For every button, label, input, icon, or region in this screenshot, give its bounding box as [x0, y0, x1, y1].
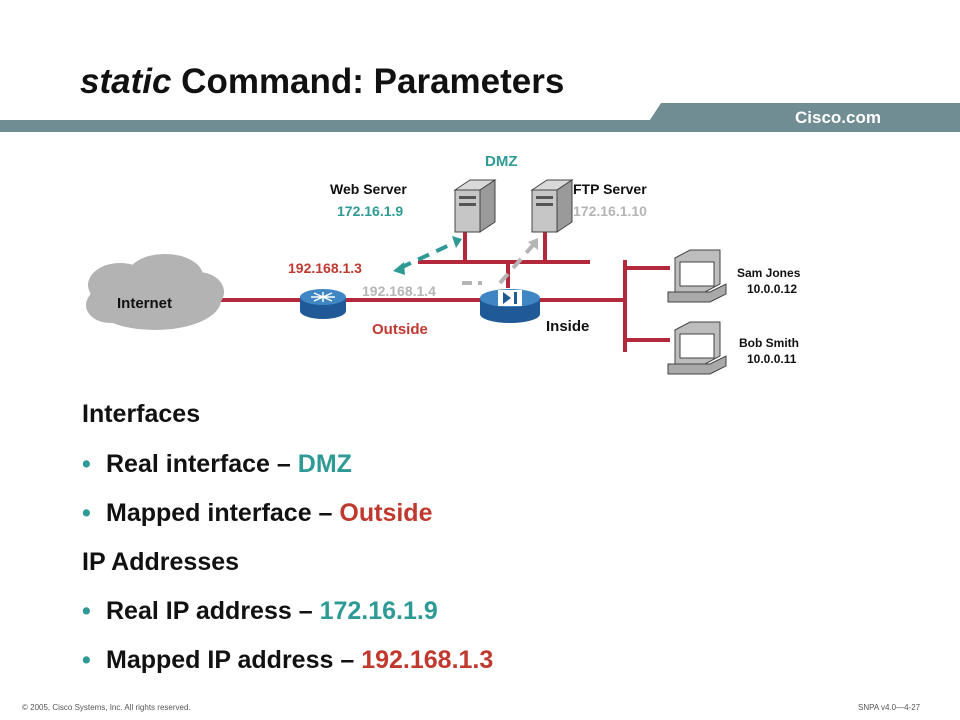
bullet-dot-icon: • — [82, 450, 91, 478]
dmz-label: DMZ — [485, 153, 518, 170]
sam-jones-pc-icon — [667, 249, 727, 303]
mapped-ftp-ip: 192.168.1.4 — [362, 283, 436, 299]
nat-arrow-web — [393, 236, 462, 275]
bullet-mapped-ip: • Mapped IP address – 192.168.1.3 — [82, 646, 493, 675]
bullet-real-ip: • Real IP address – 172.16.1.9 — [82, 597, 438, 626]
slide-title: static Command: Parameters — [80, 62, 564, 102]
bullet-real-interface: • Real interface – DMZ — [82, 450, 352, 479]
network-links — [215, 232, 670, 352]
title-rest: Command: Parameters — [171, 62, 565, 101]
bullet-dot-icon: • — [82, 646, 91, 674]
ip-addresses-heading: IP Addresses — [82, 548, 240, 576]
bullet-dot-icon: • — [82, 499, 91, 527]
sam-jones-name: Sam Jones — [737, 266, 801, 280]
outside-label: Outside — [372, 321, 428, 338]
web-server-icon — [453, 179, 497, 233]
footer-code: SNPA v4.0—4-27 — [858, 703, 921, 712]
real-interface-label: Real interface – — [106, 450, 298, 478]
ftp-server-icon — [530, 179, 574, 233]
mapped-web-ip: 192.168.1.3 — [288, 260, 362, 276]
inside-label: Inside — [546, 318, 590, 335]
brand-bar — [642, 103, 960, 132]
bullet-mapped-interface: • Mapped interface – Outside — [82, 499, 432, 528]
bob-smith-ip: 10.0.0.11 — [747, 352, 797, 366]
bob-smith-pc-icon — [667, 321, 727, 375]
internet-cloud-icon — [86, 254, 224, 330]
brand-logo: Cisco.com — [795, 108, 881, 127]
real-interface-value: DMZ — [297, 450, 352, 478]
ftp-server-name: FTP Server — [573, 181, 647, 197]
footer-copyright: © 2005, Cisco Systems, Inc. All rights r… — [22, 703, 191, 712]
ftp-server-ip: 172.16.1.10 — [573, 203, 647, 219]
bob-smith-name: Bob Smith — [739, 336, 799, 350]
web-server-name: Web Server — [330, 181, 407, 197]
real-ip-value: 172.16.1.9 — [319, 597, 438, 625]
router-icon — [300, 289, 346, 319]
mapped-interface-label: Mapped interface – — [106, 499, 340, 527]
real-ip-label: Real IP address – — [106, 597, 320, 625]
interfaces-heading: Interfaces — [82, 400, 201, 428]
nat-arrow-ftp — [462, 238, 538, 285]
mapped-ip-label: Mapped IP address – — [106, 646, 362, 674]
pix-firewall-icon — [480, 289, 540, 323]
mapped-interface-value: Outside — [339, 499, 433, 527]
internet-label: Internet — [117, 295, 173, 312]
mapped-ip-value: 192.168.1.3 — [361, 646, 494, 674]
title-keyword: static — [80, 62, 172, 101]
bullet-dot-icon: • — [82, 597, 91, 625]
sam-jones-ip: 10.0.0.12 — [747, 282, 798, 296]
web-server-ip: 172.16.1.9 — [337, 203, 404, 219]
